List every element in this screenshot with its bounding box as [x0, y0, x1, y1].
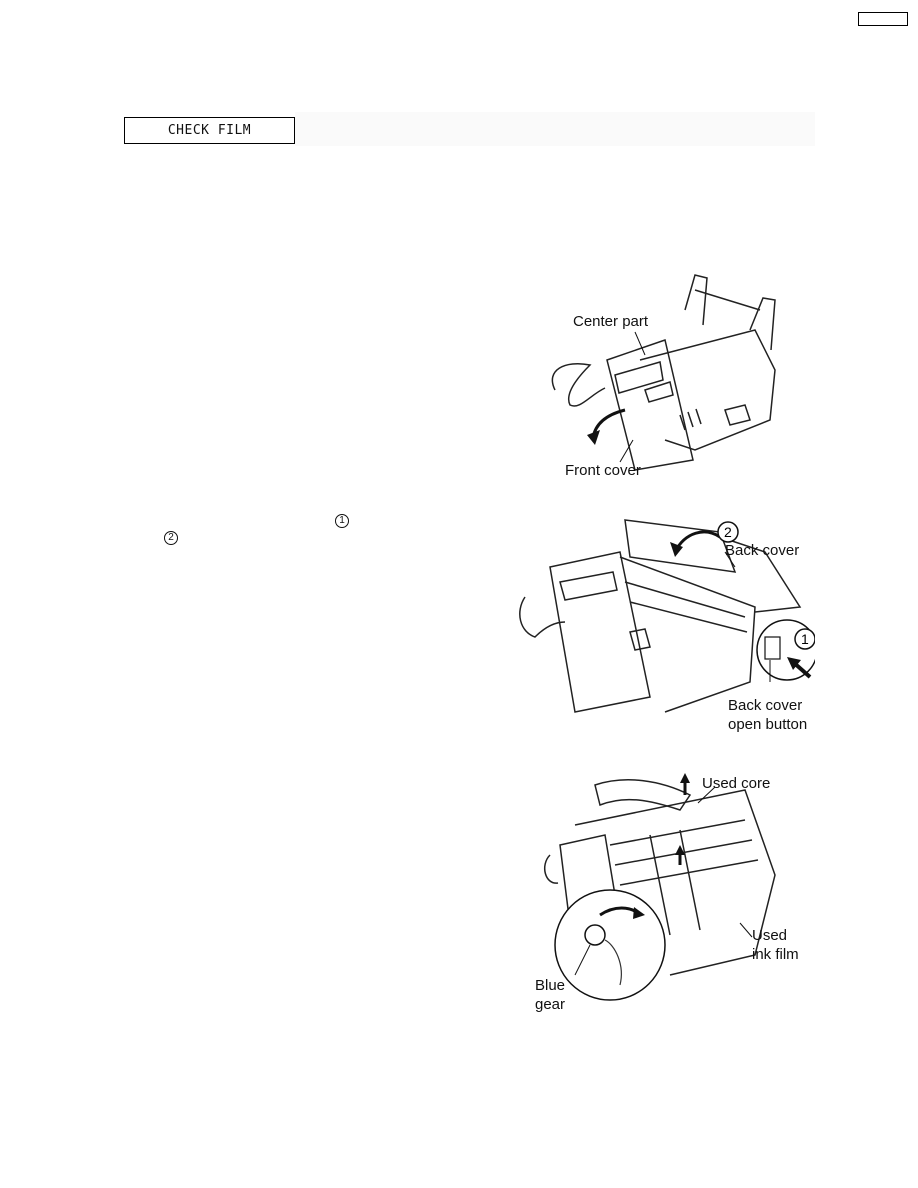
figure-open-front-cover: Center part Front cover	[545, 270, 780, 485]
lcd-message: CHECK FILM	[124, 117, 295, 144]
callout-1: 1	[801, 631, 809, 647]
blue-gear-drawing	[584, 924, 606, 946]
figure-open-back-cover: 1 2 Back cover Back cover open button	[515, 512, 815, 737]
figure-remove-ink-film: Used core Used ink film Blue gear	[530, 765, 810, 1020]
label-blue-gear-2: gear	[535, 996, 565, 1013]
gear-inset-circle	[554, 889, 666, 1001]
label-blue-gear-1: Blue	[535, 977, 565, 994]
label-used-core: Used core	[702, 775, 770, 792]
page-tag-box	[858, 12, 908, 26]
arrow-head	[587, 430, 600, 445]
label-back-cover: Back cover	[725, 542, 799, 559]
label-front-cover: Front cover	[565, 462, 641, 479]
fax-machine-open-drawing	[519, 519, 802, 713]
label-used-ink-film-2: ink film	[752, 946, 799, 963]
callout-1-circle	[794, 628, 815, 650]
step-marker-1: 1	[335, 514, 349, 528]
step-marker-2: 2	[164, 531, 178, 545]
callout-2-circle	[717, 521, 739, 543]
label-back-cover-open-button-2: open button	[728, 716, 807, 733]
display-strip	[295, 112, 815, 146]
callout-2: 2	[724, 524, 732, 540]
fax-machine-drawing	[551, 274, 776, 471]
lift-arrow	[673, 530, 721, 553]
label-back-cover-open-button-1: Back cover	[728, 697, 802, 714]
label-center-part: Center part	[573, 313, 649, 330]
label-used-ink-film-1: Used	[752, 927, 787, 944]
